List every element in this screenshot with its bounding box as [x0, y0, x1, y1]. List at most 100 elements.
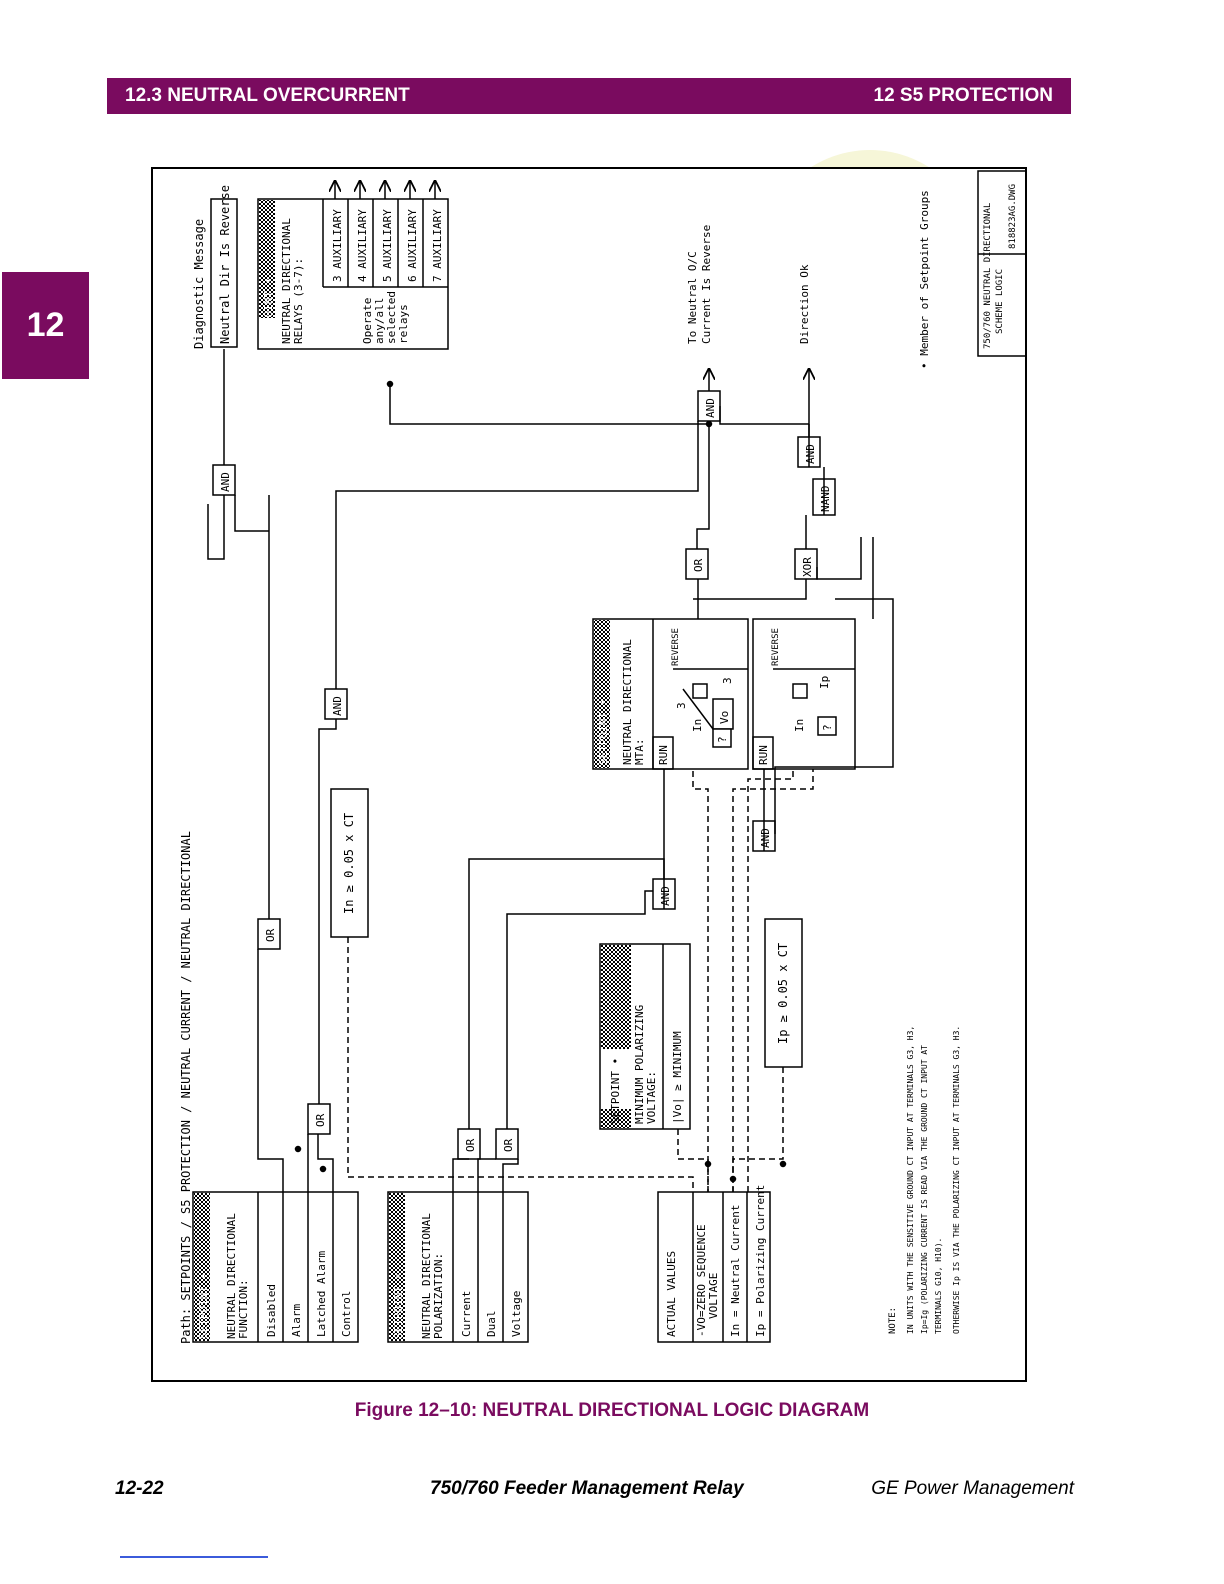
- relays-operate: relays: [397, 304, 410, 344]
- mta-title: NEUTRAL DIRECTIONAL: [621, 639, 634, 765]
- min-voltage-block: [599, 943, 691, 1130]
- actual-value-ip: Ip = Polarizing Current: [754, 1185, 767, 1337]
- actual-value-vo: -VO=ZERO SEQUENCE: [695, 1224, 708, 1337]
- output-to-neutral: To Neutral O/C: [686, 251, 699, 344]
- diagram-content: Path: SETPOINTS / S5 PROTECTION / NEUTRA…: [179, 170, 1027, 1344]
- chapter-tab: 12: [2, 272, 89, 379]
- mta-in-label: In: [793, 719, 806, 732]
- function-subtitle: FUNCTION:: [237, 1279, 250, 1339]
- relay-output: 5 AUXILIARY: [381, 209, 394, 282]
- output-to-neutral-2: Current Is Reverse: [700, 225, 713, 344]
- link-underline[interactable]: [120, 1556, 268, 1558]
- mta-run-label: RUN: [757, 745, 770, 765]
- ip-threshold: Ip ≥ 0.05 x CT: [776, 943, 790, 1044]
- note-line: OTHERWISE Ip IS VIA THE POLARIZING CT IN…: [952, 1026, 961, 1334]
- svg-text:AND: AND: [759, 828, 772, 848]
- gate-or: OR: [457, 1128, 481, 1160]
- note-heading: NOTE:: [888, 1307, 898, 1334]
- function-option: Control: [340, 1291, 353, 1337]
- gate-or: OR: [257, 918, 281, 950]
- member-note: • Member of Setpoint Groups: [918, 190, 931, 369]
- svg-text:OR: OR: [264, 928, 277, 942]
- relays-operate: any/all: [373, 298, 386, 344]
- mta-vo-label: Vo: [718, 711, 731, 724]
- logic-diagram-svg: Path: SETPOINTS / S5 PROTECTION / NEUTRA…: [179, 170, 1027, 1344]
- page-number: 12-22: [115, 1478, 164, 1499]
- polarization-option: Voltage: [510, 1291, 523, 1337]
- relays-block: [257, 198, 449, 350]
- dashed-wiring: [347, 769, 814, 1192]
- setpoint-label: SETPOINT •: [197, 1273, 210, 1339]
- mta-reverse-label: REVERSE: [671, 628, 681, 666]
- actual-value-in: In = Neutral Current: [729, 1205, 742, 1337]
- relay-output: 3 AUXILIARY: [331, 209, 344, 282]
- actual-values-block: [657, 1191, 771, 1343]
- mta-in-label: In: [691, 719, 704, 732]
- diagnostic-message: Neutral Dir Is Reverse: [218, 185, 232, 344]
- svg-text:AND: AND: [804, 444, 817, 464]
- gate-xor: XOR: [794, 548, 818, 580]
- relay-output: 6 AUXILIARY: [406, 209, 419, 282]
- note-line: IN UNITS WITH THE SENSITIVE GROUND CT IN…: [906, 1026, 915, 1334]
- mta-three: 3: [675, 702, 688, 709]
- output-direction-ok: Direction Ok: [798, 264, 811, 344]
- svg-text:OR: OR: [314, 1113, 327, 1127]
- polarization-subtitle: POLARIZATION:: [432, 1253, 445, 1339]
- svg-text:OR: OR: [692, 558, 705, 572]
- mta-reverse-label: REVERSE: [771, 628, 781, 666]
- setpoint-label: SETPOINT •: [609, 1058, 622, 1124]
- title-block: [977, 170, 1027, 357]
- note-line: TERMINALS G10, H10).: [934, 1238, 943, 1334]
- mta-run-label: RUN: [657, 745, 670, 765]
- actual-values-title: ACTUAL VALUES: [665, 1251, 678, 1337]
- setpoint-label: SETPOINT •: [262, 278, 275, 344]
- company-name: GE Power Management: [871, 1478, 1074, 1499]
- relays-title: NEUTRAL DIRECTIONAL: [280, 218, 293, 344]
- setpoint-label: SETPOINT •: [597, 699, 610, 765]
- mta-question: ?: [821, 724, 834, 731]
- gate-or: OR: [685, 548, 709, 580]
- chapter-title: 12 S5 PROTECTION: [873, 85, 1054, 106]
- figure-caption: Figure 12–10: NEUTRAL DIRECTIONAL LOGIC …: [354, 1400, 870, 1421]
- function-option: Latched Alarm: [315, 1251, 328, 1337]
- mta-subtitle: MTA:: [633, 739, 646, 766]
- title-block-title: 750/760 NEUTRAL DIRECTIONAL: [983, 203, 993, 349]
- mta-ip-label: Ip: [818, 676, 831, 689]
- relays-subtitle: RELAYS (3-7):: [292, 258, 305, 344]
- section-title: 12.3 NEUTRAL OVERCURRENT: [125, 85, 410, 106]
- polarization-option: Current: [460, 1291, 473, 1337]
- relay-output: 4 AUXILIARY: [356, 209, 369, 282]
- mta-question: ?: [716, 736, 729, 743]
- logic-diagram: Path: SETPOINTS / S5 PROTECTION / NEUTRA…: [151, 167, 1027, 1382]
- svg-text:OR: OR: [502, 1138, 515, 1152]
- note-line: Ip=Ig (POLARIZING CURRENT IS READ VIA TH…: [920, 1045, 929, 1334]
- gate-and: AND: [697, 390, 721, 422]
- function-block: [192, 1191, 359, 1343]
- title-block-subtitle: SCHEME LOGIC: [995, 269, 1005, 334]
- diagnostic-message-box: [210, 198, 238, 348]
- svg-text:AND: AND: [704, 398, 717, 418]
- function-option: Disabled: [265, 1284, 278, 1337]
- min-voltage-subtitle: VOLTAGE:: [645, 1071, 658, 1124]
- polarization-option: Dual: [485, 1311, 498, 1338]
- svg-text:AND: AND: [659, 886, 672, 906]
- in-threshold: In ≥ 0.05 x CT: [342, 813, 356, 914]
- in-threshold-block: [330, 788, 369, 938]
- svg-text:AND: AND: [219, 472, 232, 492]
- min-voltage-condition: |Vo| ≥ MINIMUM: [671, 1031, 684, 1124]
- mta-three: 3: [721, 677, 734, 684]
- svg-text:AND: AND: [331, 696, 344, 716]
- product-name: 750/760 Feeder Management Relay: [430, 1478, 744, 1499]
- mta-current-block: [752, 618, 856, 770]
- svg-text:NAND: NAND: [819, 486, 832, 513]
- polarization-title: NEUTRAL DIRECTIONAL: [420, 1213, 433, 1339]
- page-header: 12.3 NEUTRAL OVERCURRENT 12 S5 PROTECTIO…: [107, 78, 1071, 114]
- gate-and: AND: [212, 464, 236, 496]
- gate-and: AND: [324, 688, 348, 720]
- svg-text:XOR: XOR: [801, 557, 814, 577]
- function-option: Alarm: [290, 1304, 303, 1337]
- relay-output: 7 AUXILIARY: [431, 209, 444, 282]
- drawing-number: 818823AG.DWG: [1008, 184, 1018, 249]
- setpoint-label: SETPOINT •: [392, 1273, 405, 1339]
- actual-value-vo-2: VOLTAGE: [707, 1273, 720, 1319]
